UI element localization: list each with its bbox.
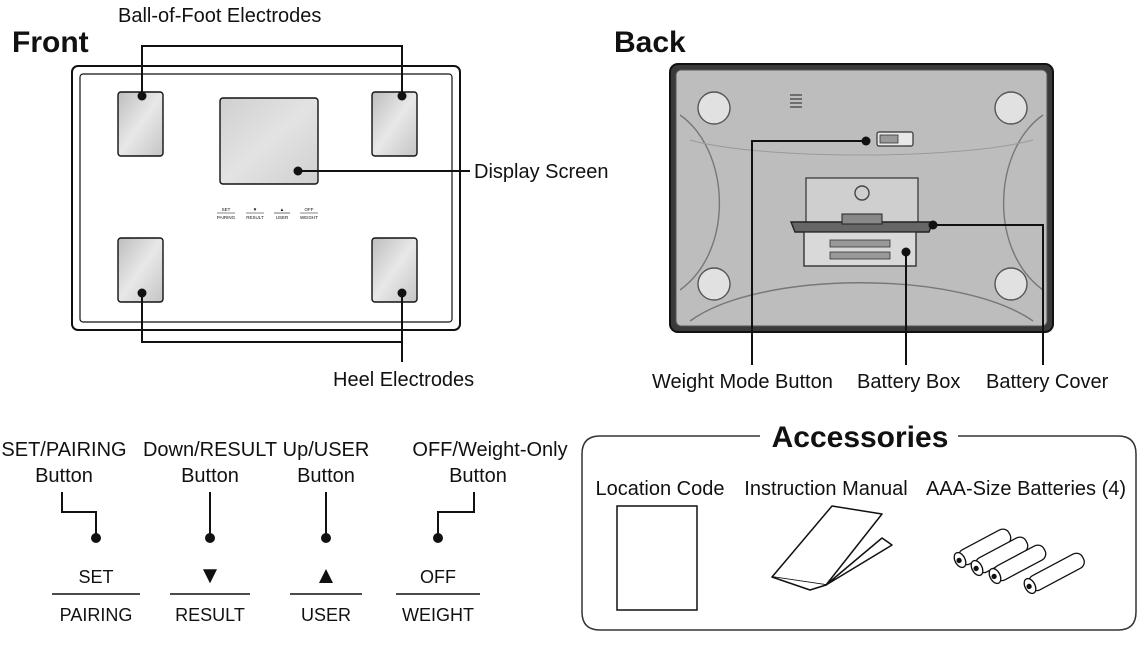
ball-of-foot-electrodes-label: Ball-of-Foot Electrodes xyxy=(118,5,321,27)
heel-callout xyxy=(137,288,407,362)
front-view: Front Ball-of-Foot Electrodes SET PAIRIN… xyxy=(12,5,609,391)
front-mini-buttons: SET PAIRING ▼ RESULT ▲ USER OFF WEIGHT xyxy=(217,207,318,220)
off-weight-dot xyxy=(433,533,443,543)
mini-down-glyph: ▼ xyxy=(253,207,257,212)
location-code-label: Location Code xyxy=(596,478,725,500)
result-label: RESULT xyxy=(175,605,245,625)
battery-box xyxy=(803,231,917,267)
mini-user-label: USER xyxy=(276,215,289,220)
mini-result-label: RESULT xyxy=(246,215,264,220)
down-result-subtitle: Button xyxy=(181,465,239,487)
up-triangle-icon: ▲ xyxy=(314,562,338,589)
mini-off-label: OFF xyxy=(305,207,314,212)
weight-mode-button-label: Weight Mode Button xyxy=(652,371,833,393)
foot-bottom-left xyxy=(697,267,731,301)
down-result-dot xyxy=(205,533,215,543)
vent-icon xyxy=(790,94,802,108)
mini-up-glyph: ▲ xyxy=(280,207,284,212)
heel-electrodes-label: Heel Electrodes xyxy=(333,369,474,391)
battery-box-callout xyxy=(901,247,911,365)
electrode-top-right xyxy=(371,91,418,157)
off-label: OFF xyxy=(420,567,456,587)
battery-cover xyxy=(789,221,935,233)
set-pairing-subtitle: Button xyxy=(35,465,93,487)
set-pairing-dot xyxy=(91,533,101,543)
mini-set-label: SET xyxy=(222,207,231,212)
pairing-label: PAIRING xyxy=(60,605,133,625)
user-label: USER xyxy=(301,605,351,625)
foot-top-right xyxy=(994,91,1028,125)
up-user-subtitle: Button xyxy=(297,465,355,487)
mini-weight-label: WEIGHT xyxy=(300,215,318,220)
instruction-manual-icon xyxy=(771,505,893,591)
batteries-label: AAA-Size Batteries (4) xyxy=(926,478,1126,500)
battery-cover-label: Battery Cover xyxy=(986,371,1109,393)
accessories-title: Accessories xyxy=(772,421,949,454)
set-label: SET xyxy=(78,567,113,587)
accessories-panel: Accessories Location Code Instruction Ma… xyxy=(581,421,1137,631)
down-triangle-icon: ▼ xyxy=(198,562,222,589)
back-heading: Back xyxy=(614,26,686,59)
mini-pairing-label: PAIRING xyxy=(217,215,236,220)
battery-cover-callout xyxy=(928,220,1044,365)
foot-top-left xyxy=(697,91,731,125)
set-pairing-title: SET/PAIRING xyxy=(1,439,126,461)
electrode-top-left xyxy=(117,91,164,157)
ball-of-foot-callout xyxy=(137,45,407,101)
aaa-batteries-icon xyxy=(953,528,1085,595)
electrode-bottom-right xyxy=(371,237,418,303)
back-view: Back xyxy=(614,26,1109,393)
foot-bottom-right xyxy=(994,267,1028,301)
off-weight-subtitle: Button xyxy=(449,465,507,487)
up-user-dot xyxy=(321,533,331,543)
display-screen-label: Display Screen xyxy=(474,161,609,183)
display-callout xyxy=(293,166,470,176)
electrode-bottom-left xyxy=(117,237,164,303)
front-scale-inner xyxy=(79,73,453,323)
front-heading: Front xyxy=(12,26,89,59)
instruction-manual-label: Instruction Manual xyxy=(744,478,907,500)
off-weight-title: OFF/Weight-Only xyxy=(412,439,567,461)
down-result-title: Down/RESULT xyxy=(143,439,277,461)
display-screen xyxy=(219,97,319,185)
weight-mode-callout xyxy=(751,136,871,365)
up-user-title: Up/USER xyxy=(283,439,370,461)
weight-label: WEIGHT xyxy=(402,605,474,625)
button-legend: SET/PAIRING Button SET PAIRING Down/RESU… xyxy=(1,439,567,625)
location-code-card-icon xyxy=(616,505,698,611)
battery-box-label: Battery Box xyxy=(857,371,960,393)
